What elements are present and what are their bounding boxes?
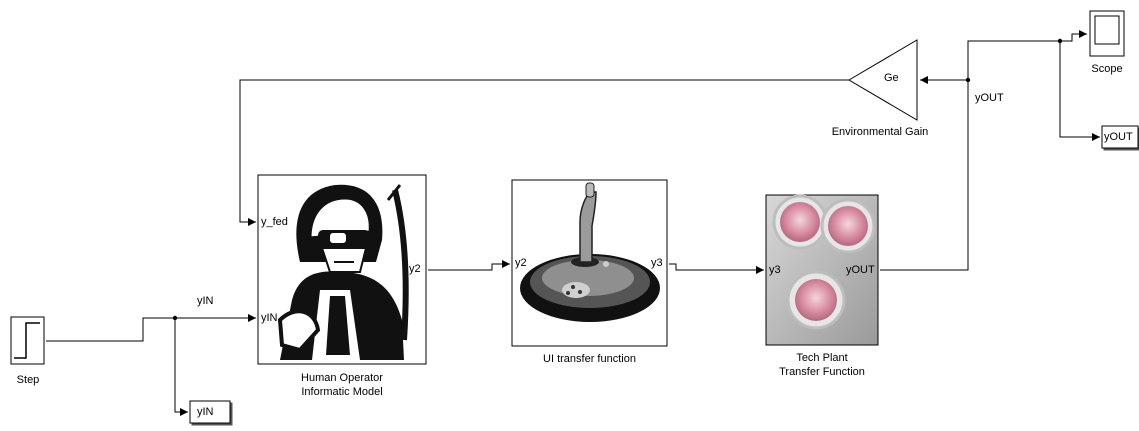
plant-caption-line2: Transfer Function — [779, 366, 865, 378]
human-caption-line2: Informatic Model — [301, 386, 383, 398]
yout-sink-label: yOUT — [1104, 131, 1133, 143]
gain-value: Ge — [884, 72, 899, 84]
plant-port-in: y3 — [769, 264, 781, 276]
human-port-in: yIN — [261, 312, 278, 325]
ui-transfer-block[interactable] — [511, 179, 668, 347]
plant-caption-line1: Tech Plant — [796, 352, 848, 364]
junction-dot-yout — [965, 77, 971, 83]
human-caption-line1: Human Operator — [301, 372, 383, 384]
line-yout[interactable] — [880, 40, 1060, 271]
scope-block[interactable] — [1089, 10, 1125, 57]
line-to-yout-sink[interactable] — [1059, 41, 1100, 141]
yout-sink-block[interactable] — [1101, 125, 1139, 149]
step-caption: Step — [16, 374, 40, 386]
ui-port-in: y2 — [515, 257, 527, 269]
line-feedback[interactable] — [239, 79, 849, 226]
environmental-gain-block[interactable] — [848, 39, 918, 121]
signal-lines — [46, 30, 1100, 416]
ui-caption: UI transfer function — [543, 353, 636, 365]
human-port-out: y2 — [409, 263, 421, 275]
ui-port-out: y3 — [651, 257, 663, 269]
step-block[interactable] — [10, 316, 45, 365]
pilot-icon — [277, 184, 409, 360]
line-step-to-junction[interactable] — [46, 317, 175, 342]
signal-label-yout: yOUT — [975, 92, 1004, 104]
junction-dot-yin — [172, 315, 178, 321]
scope-caption: Scope — [1091, 63, 1123, 75]
human-operator-block[interactable] — [257, 174, 427, 365]
junction-dot-scope — [1057, 38, 1063, 44]
human-port-fed: y_fed — [261, 216, 288, 229]
yin-sink-label: yIN — [197, 406, 214, 418]
joystick-icon — [520, 182, 660, 322]
line-yin-to-sink[interactable] — [174, 318, 188, 416]
gears-icon — [772, 194, 876, 330]
signal-label-yin: yIN — [197, 295, 214, 307]
yin-sink-block[interactable] — [189, 400, 231, 424]
tech-plant-block[interactable] — [765, 194, 879, 346]
line-y2[interactable] — [428, 260, 510, 271]
gain-caption: Environmental Gain — [831, 126, 929, 138]
line-y3[interactable] — [669, 263, 764, 274]
line-to-scope[interactable] — [1060, 30, 1087, 42]
plant-port-out: yOUT — [846, 264, 875, 276]
